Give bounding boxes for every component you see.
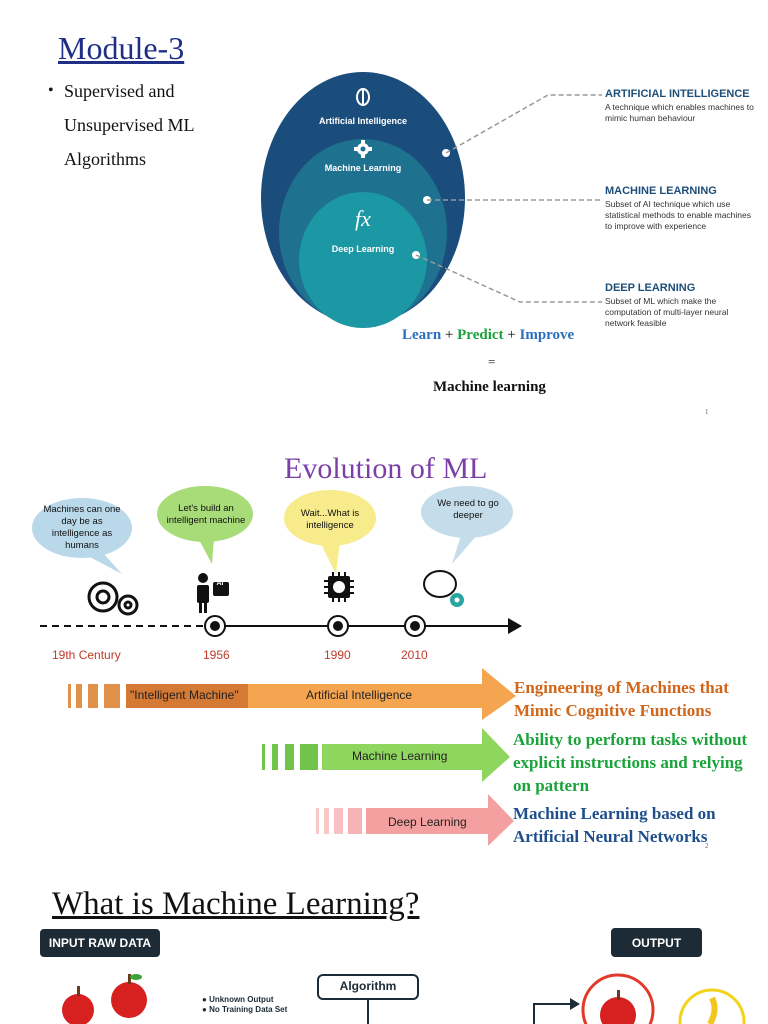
ml-flow-graphics <box>62 973 746 1024</box>
slide2-page-number: 2 <box>705 842 709 850</box>
dl-circle <box>299 192 427 328</box>
slide1-bullet-text: Supervised and Unsupervised ML Algorithm… <box>64 81 194 169</box>
era-arrows <box>68 668 516 846</box>
slide3-bullets: ● Unknown Output ● No Training Data Set <box>202 995 287 1015</box>
apple-icon <box>111 974 147 1018</box>
bubble-2010: We need to go deeper <box>437 498 499 521</box>
person-ai-icon <box>197 573 229 613</box>
annotation-ai-desc: A technique which enables machines to mi… <box>605 102 754 123</box>
desc-ai: Engineering of Machines that Mimic Cogni… <box>514 678 729 720</box>
formula-line: Learn + Predict + Improve <box>402 327 574 344</box>
ai-ml-dl-diagram <box>261 72 602 328</box>
ai-chip-text: AI <box>216 580 224 587</box>
apple-icon <box>600 990 636 1024</box>
formula-plus-1: + <box>444 327 454 343</box>
annotation-ml-desc: Subset of AI technique which use statist… <box>605 199 751 231</box>
formula-equals: = <box>488 354 496 369</box>
bullet-dot: • <box>48 82 54 99</box>
input-raw-data-badge: INPUT RAW DATA <box>40 929 160 957</box>
year-19th-century: 19th Century <box>52 648 121 662</box>
slide1-title: Module-3 <box>58 30 185 66</box>
annotation-ml-title: MACHINE LEARNING <box>605 185 717 197</box>
formula-learn: Learn <box>402 327 442 343</box>
bar-ai-label: Artificial Intelligence <box>306 688 413 702</box>
year-1956: 1956 <box>203 648 230 662</box>
bar-ml-label: Machine Learning <box>352 749 448 763</box>
chip-icon <box>324 572 354 602</box>
brain-icon <box>356 88 370 106</box>
bullet-item: ● Unknown Output <box>202 995 274 1004</box>
bar-ai-inner-label: "Intelligent Machine" <box>130 688 239 702</box>
slide2-title: Evolution of ML <box>284 452 488 485</box>
bubble-1956: Let's build an intelligent machine <box>166 503 246 526</box>
desc-ml: Ability to perform tasks without explici… <box>513 730 748 795</box>
apple-icon <box>62 986 94 1024</box>
bar-dl-label: Deep Learning <box>388 815 467 829</box>
year-1990: 1990 <box>324 648 351 662</box>
bubble-1990: Wait...What is intelligence <box>300 508 360 531</box>
formula-improve: Improve <box>519 327 575 343</box>
desc-dl: Machine Learning based on Artificial Neu… <box>513 804 716 846</box>
ml-circle-label: Machine Learning <box>324 163 402 173</box>
year-2010: 2010 <box>401 648 428 662</box>
slide3-title: What is Machine Learning? <box>52 886 420 922</box>
algorithm-box-label: Algorithm <box>339 979 397 993</box>
brain-gear-icon <box>423 570 464 607</box>
ai-circle-label: Artificial Intelligence <box>318 116 408 126</box>
bubble-19th-century: Machines can one day be as intelligence … <box>43 504 121 551</box>
dl-circle-label: Deep Learning <box>331 244 395 254</box>
output-badge: OUTPUT <box>611 928 702 957</box>
slide1-page-number: 1 <box>705 408 709 416</box>
annotation-dl-desc: Subset of ML which make the computation … <box>605 296 729 328</box>
gears-icon <box>87 581 139 616</box>
timeline-graphics <box>32 486 522 637</box>
annotation-dl-title: DEEP LEARNING <box>605 282 696 294</box>
bullet-item: ● No Training Data Set <box>202 1005 288 1014</box>
annotation-ai-title: ARTIFICIAL INTELLIGENCE <box>605 88 750 100</box>
fx-icon: fx <box>355 206 371 231</box>
formula-plus-2: + <box>507 327 516 343</box>
formula-predict: Predict <box>457 327 504 343</box>
formula-result: Machine learning <box>433 379 546 395</box>
